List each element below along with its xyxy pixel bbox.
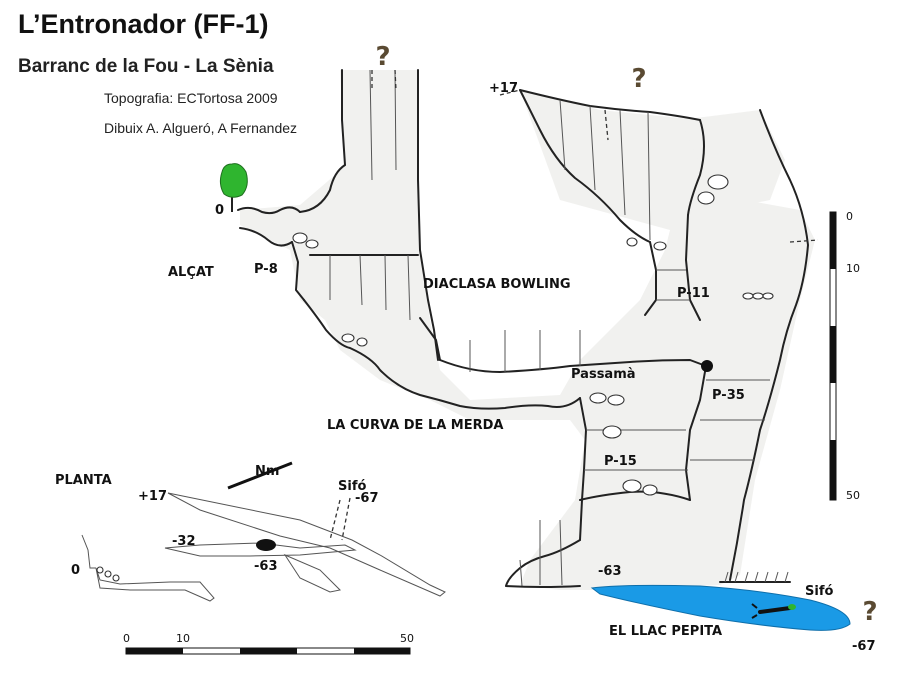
diver-icon — [751, 603, 796, 619]
unknown-marker-left: ? — [375, 42, 390, 72]
vscale-tick-50: 50 — [846, 489, 860, 502]
survey-credit: Topografia: ECTortosa 2009 — [104, 90, 278, 106]
north-label: Nm — [255, 464, 279, 479]
plan-depth-entrance: 0 — [71, 563, 80, 578]
vscale-tick-10: 10 — [846, 262, 860, 275]
depth-entrance: 0 — [215, 203, 224, 218]
survey-title: L’Entronador (FF-1) — [18, 9, 268, 39]
unknown-marker-sifo: ? — [862, 597, 877, 627]
hscale-tick-50: 50 — [400, 632, 414, 645]
hscale-tick-10: 10 — [176, 632, 190, 645]
label-curva: LA CURVA DE LA MERDA — [327, 418, 504, 433]
depth-bottom: -67 — [852, 639, 876, 654]
cave-section — [237, 69, 819, 590]
plan-sifo: Sifó — [338, 479, 366, 494]
depth-lake-level: -63 — [598, 564, 622, 579]
pitch-p11: P-11 — [677, 286, 710, 301]
pitch-p15: P-15 — [604, 454, 637, 469]
label-sifo: Sifó — [805, 584, 833, 599]
survey-subtitle: Barranc de la Fou - La Sènia — [18, 56, 274, 77]
cave-plan — [81, 492, 446, 602]
tree-icon — [219, 163, 248, 212]
label-diaclasa: DIACLASA BOWLING — [423, 277, 571, 292]
drawing-credit: Dibuix A. Algueró, A Fernandez — [104, 120, 297, 136]
label-lake: EL LLAC PEPITA — [609, 624, 722, 639]
vscale-tick-0: 0 — [846, 210, 853, 223]
hscale-tick-0: 0 — [123, 632, 130, 645]
pitch-p35: P-35 — [712, 388, 745, 403]
depth-upper: +17 — [489, 81, 518, 96]
plan-label: PLANTA — [55, 473, 112, 488]
horizontal-scale: 0 10 50 — [123, 632, 414, 655]
north-arrow-icon: Nm — [227, 461, 293, 490]
passama-point — [701, 360, 713, 372]
plan-depth-lake: -63 — [254, 559, 278, 574]
pitch-p8: P-8 — [254, 262, 278, 277]
plan-lake-spot — [256, 539, 276, 551]
lake-shape — [590, 584, 851, 631]
label-passama: Passamà — [571, 367, 636, 382]
section-label: ALÇAT — [168, 265, 214, 280]
plan-depth-mid: -32 — [172, 534, 196, 549]
vertical-scale: 0 10 50 — [829, 210, 860, 502]
plan-depth-bottom: -67 — [355, 491, 379, 506]
unknown-marker-top: ? — [631, 64, 646, 94]
plan-depth-upper: +17 — [138, 489, 167, 504]
